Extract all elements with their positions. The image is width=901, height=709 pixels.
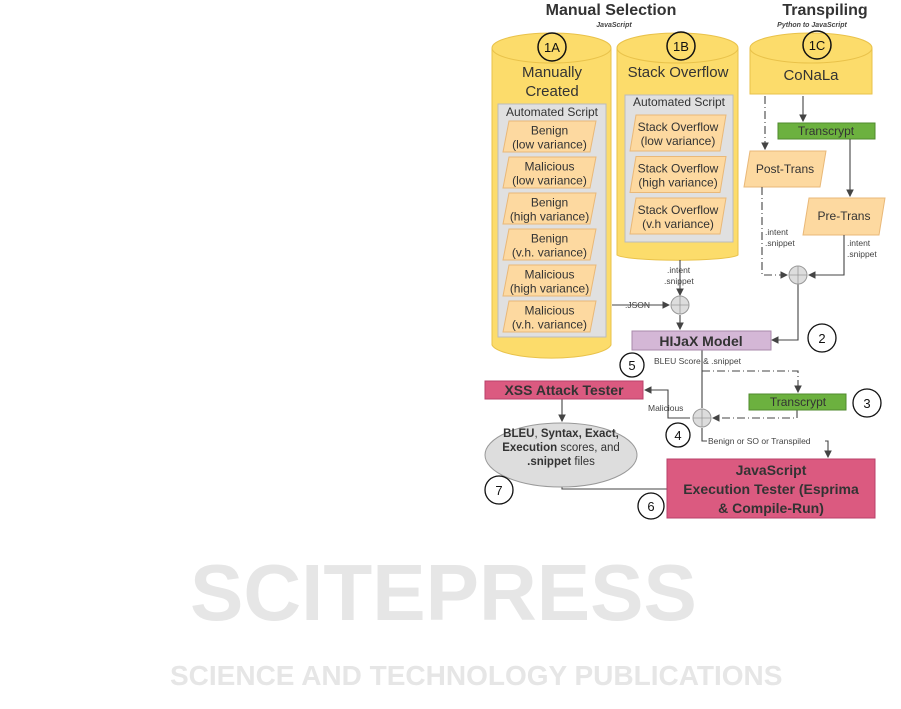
db-1a-item-label: (high variance)	[510, 282, 589, 296]
db-1a-item-shape	[502, 192, 597, 225]
edge-label-snippet-post: .snippet	[765, 238, 795, 248]
transcrypt-box-top	[777, 122, 876, 140]
step-badge-4	[665, 422, 691, 448]
db-1a-item-shape	[502, 300, 597, 333]
step-6-label: 6	[647, 499, 654, 514]
step-7-label: 7	[495, 483, 502, 498]
transcrypt-bottom-label: Transcrypt	[770, 395, 827, 409]
db-1a-item-label: (v.h. variance)	[512, 246, 587, 260]
step-badge-5	[619, 352, 645, 378]
step-badge-3	[852, 388, 882, 418]
xss-attack-tester-box	[484, 380, 644, 400]
badge-1c-label: 1C	[809, 38, 826, 53]
step-badge-1a	[537, 32, 567, 62]
db-1a-item-shape	[502, 264, 597, 297]
transcrypt-box-bottom	[748, 393, 847, 411]
js-tester-line1: JavaScript	[736, 462, 807, 478]
js-execution-tester-box	[666, 458, 876, 519]
transpiling-subtitle: Python to JavaScript	[777, 22, 847, 29]
db-1b-item-label: Stack Overflow	[638, 162, 719, 176]
watermark-main: SCITEPRESS	[190, 548, 697, 637]
edge-label-snippet-so: .snippet	[664, 276, 694, 286]
db-1a-label-2: Created	[525, 83, 578, 100]
post-trans-label: Post-Trans	[756, 162, 814, 176]
db-1a-item-label: (low variance)	[512, 174, 587, 188]
edge-label-snippet-pre: .snippet	[847, 249, 877, 259]
db-1b-item-label: (low variance)	[641, 134, 716, 148]
db-1a-item-shape	[502, 156, 597, 189]
edge-label-intent-post: .intent	[765, 227, 789, 237]
js-tester-line3: & Compile-Run)	[718, 500, 824, 516]
database-1b: 1B Stack Overflow Automated Script Stack…	[616, 31, 739, 261]
step-badge-2	[807, 323, 837, 353]
db-1a-item-label: Malicious	[524, 304, 574, 318]
pre-trans-label: Pre-Trans	[818, 209, 871, 223]
db-1a-item-label: (low variance)	[512, 138, 587, 152]
edge-label-intent-so: .intent	[667, 265, 691, 275]
db-1a-item-label: Benign	[531, 196, 568, 210]
db-1b-label: Stack Overflow	[628, 64, 729, 81]
post-trans-shape	[743, 150, 827, 188]
step-3-label: 3	[863, 396, 870, 411]
step-badge-1b	[666, 31, 696, 61]
edge-label-benign-so-transpiled: Benign or SO or Transpiled	[708, 436, 811, 446]
step-badge-1c	[802, 30, 832, 60]
db-1b-item-label: Stack Overflow	[638, 203, 719, 217]
results-line1: BLEU, Syntax, Exact,	[503, 428, 619, 440]
db-1a-item-shape	[502, 120, 597, 153]
pre-trans-shape	[802, 197, 886, 236]
db-1b-item-label: (v.h variance)	[642, 217, 714, 231]
manual-selection-subtitle: JavaScript	[596, 22, 632, 29]
db-1b-item-label: (high variance)	[638, 176, 717, 190]
results-line3: .snippet files	[527, 456, 595, 468]
db-1b-item-label: Stack Overflow	[638, 120, 719, 134]
database-1c: 1C CoNaLa	[749, 30, 873, 95]
watermark-sub: SCIENCE AND TECHNOLOGY PUBLICATIONS	[170, 660, 782, 691]
step-4-label: 4	[674, 428, 681, 443]
xss-attack-tester-label: XSS Attack Tester	[504, 382, 624, 398]
edge-label-intent-pre: .intent	[847, 238, 871, 248]
edge-label-json: .JSON	[625, 300, 650, 310]
db-1a-item-label: Malicious	[524, 268, 574, 282]
badge-1b-label: 1B	[673, 39, 689, 54]
db-1b-item-shape	[629, 114, 727, 152]
db-1a-item-shape	[502, 228, 597, 261]
db-1a-item-label: Benign	[531, 232, 568, 246]
db-1a-item-label: (v.h. variance)	[512, 318, 587, 332]
hijax-model-box	[631, 330, 772, 351]
results-line2: Execution scores, and	[502, 442, 620, 454]
db-1a-item-label: (high variance)	[510, 210, 589, 224]
badge-1a-label: 1A	[544, 40, 560, 55]
step-badge-6	[637, 492, 665, 520]
database-1a: 1A Manually Created Automated Script Ben…	[491, 32, 612, 359]
results-ellipse	[484, 422, 638, 488]
db-1b-item-shape	[629, 156, 727, 193]
db-1b-item-shape	[629, 197, 727, 235]
automated-script-title-1b: Automated Script	[633, 95, 726, 109]
db-1a-item-label: Malicious	[524, 160, 574, 174]
edge-label-bleu-snippet: BLEU Score & .snippet	[654, 356, 742, 366]
step-5-label: 5	[628, 358, 635, 373]
hijax-model-label: HIJaX Model	[659, 333, 742, 349]
manual-selection-title: Manual Selection	[546, 2, 677, 19]
db-1a-item-label: Benign	[531, 124, 568, 138]
js-tester-line2: Execution Tester (Esprima	[683, 481, 859, 497]
automated-script-title-1a: Automated Script	[506, 105, 599, 119]
transpiling-title: Transpiling	[782, 2, 867, 19]
step-badge-7	[484, 475, 514, 505]
step-2-label: 2	[818, 331, 825, 346]
transcrypt-top-label: Transcrypt	[798, 124, 855, 138]
db-1a-label: Manually	[522, 64, 583, 81]
db-1c-label: CoNaLa	[783, 67, 839, 84]
edge-label-malicious: Malicious	[648, 403, 683, 413]
